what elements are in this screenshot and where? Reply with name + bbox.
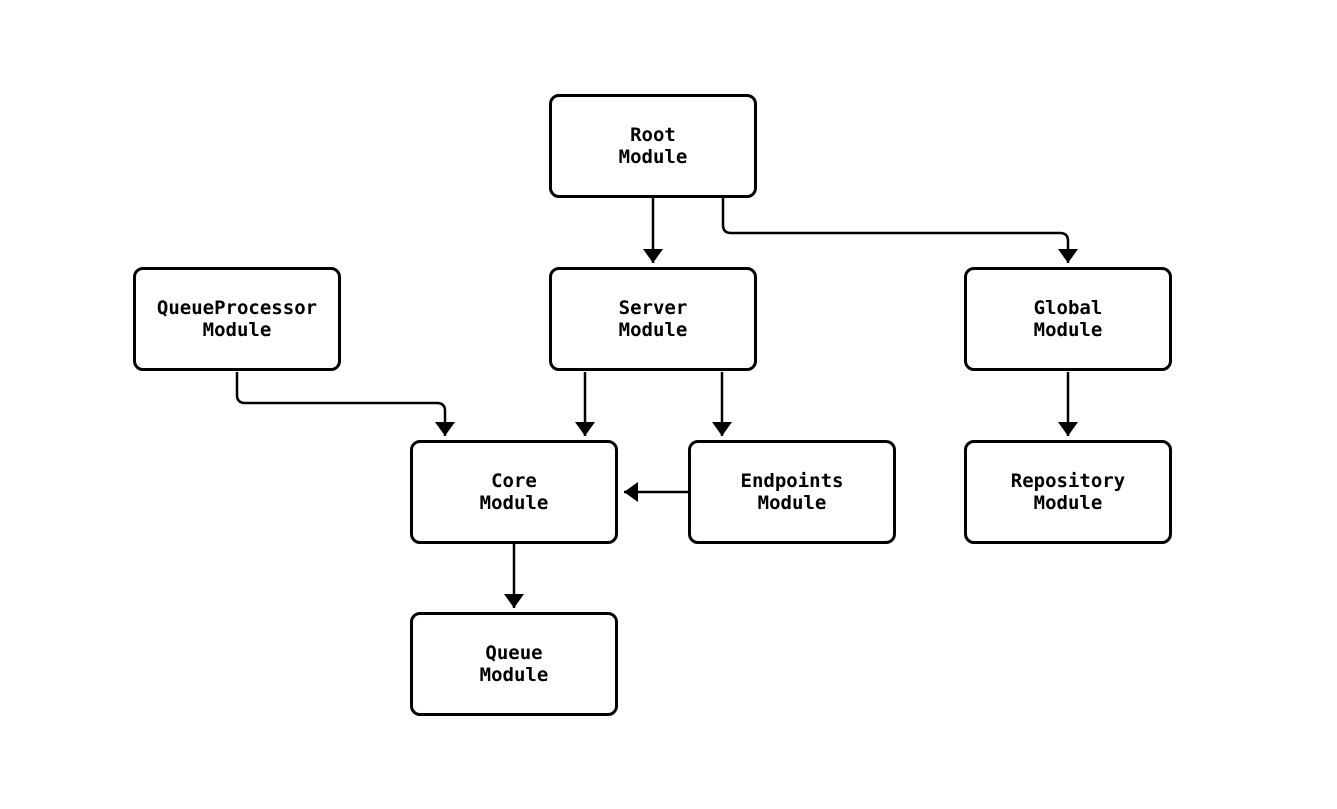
node-queue-module-label: Queue Module	[479, 642, 549, 686]
node-repository-module-label: Repository Module	[1010, 470, 1126, 514]
node-global-module: Global Module	[964, 267, 1172, 371]
node-server-module: Server Module	[549, 267, 757, 371]
node-queueprocessor-module: QueueProcessor Module	[133, 267, 341, 371]
node-root-module-label: Root Module	[618, 124, 688, 168]
node-root-module: Root Module	[549, 94, 757, 198]
node-queueprocessor-module-label: QueueProcessor Module	[156, 297, 318, 341]
node-global-module-label: Global Module	[1033, 297, 1103, 341]
node-core-module-label: Core Module	[479, 470, 549, 514]
edge-queueprocessor-to-core	[235, 372, 455, 436]
node-endpoints-module-label: Endpoints Module	[740, 470, 844, 514]
node-queue-module: Queue Module	[410, 612, 618, 716]
edge-root-to-global	[721, 198, 1078, 263]
node-endpoints-module: Endpoints Module	[688, 440, 896, 544]
node-core-module: Core Module	[410, 440, 618, 544]
node-server-module-label: Server Module	[618, 297, 688, 341]
node-repository-module: Repository Module	[964, 440, 1172, 544]
